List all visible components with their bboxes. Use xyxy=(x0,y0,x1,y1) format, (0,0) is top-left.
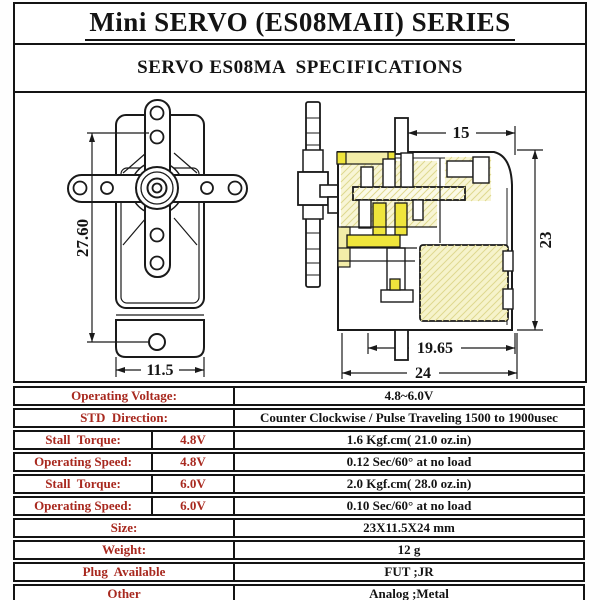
dim-label-24: 24 xyxy=(415,365,431,381)
dim-label-19-65: 19.65 xyxy=(417,340,453,357)
spec-value: 1.6 Kgf.cm( 21.0 oz.in) xyxy=(346,432,472,447)
spec-value: 0.10 Sec/60° at no load xyxy=(346,498,472,513)
spec-label: Operating Speed: xyxy=(15,454,153,470)
spec-row-8: Plug Available FUT ;JR xyxy=(13,562,585,582)
spec-value: 4.8~6.0V xyxy=(384,388,434,403)
page-subtitle: SERVO ES08MA SPECIFICATIONS xyxy=(137,57,463,78)
spec-row-1: STD Direction: Counter Clockwise / Pulse … xyxy=(13,408,585,428)
horn-edge-view xyxy=(297,101,329,288)
dim-label-11-5: 11.5 xyxy=(146,362,173,379)
technical-drawings: 27.60 11.5 xyxy=(15,93,585,381)
spec-row-0: Operating Voltage: 4.8~6.0V xyxy=(13,386,585,406)
spec-table: Operating Voltage: 4.8~6.0V STD Direction:… xyxy=(13,386,585,600)
spec-label: STD Direction: xyxy=(15,410,235,426)
spec-label: Operating Voltage: xyxy=(15,388,235,404)
spec-voltage: 4.8V xyxy=(153,454,235,470)
spec-label: Plug Available xyxy=(15,564,235,580)
spec-value: 2.0 Kgf.cm( 28.0 oz.in) xyxy=(346,476,472,491)
dim-label-23: 23 xyxy=(536,232,555,249)
spec-value: 12 g xyxy=(397,542,421,557)
title-bar: Mini SERVO (ES08MAII) SERIES xyxy=(15,4,585,45)
spec-row-4: Stall Torque:6.0V 2.0 Kgf.cm( 28.0 oz.in) xyxy=(13,474,585,494)
spec-label: Weight: xyxy=(15,542,235,558)
spec-voltage: 6.0V xyxy=(153,498,235,514)
spec-label: Stall Torque: xyxy=(15,476,153,492)
spec-row-3: Operating Speed:4.8V 0.12 Sec/60° at no l… xyxy=(13,452,585,472)
dim-label-15: 15 xyxy=(453,123,470,142)
spec-row-5: Operating Speed:6.0V 0.10 Sec/60° at no l… xyxy=(13,496,585,516)
dimension-height xyxy=(517,149,543,331)
horn-holes xyxy=(72,105,243,271)
hatch-lines xyxy=(352,186,466,201)
spec-row-9: Other Analog ;Metal xyxy=(13,584,585,600)
spec-label: Operating Speed: xyxy=(15,498,153,514)
hatch-lines xyxy=(419,244,509,322)
spec-voltage: 4.8V xyxy=(153,432,235,448)
spec-value: 23X11.5X24 mm xyxy=(363,520,455,535)
dimension-height xyxy=(87,132,149,343)
spec-value: Counter Clockwise / Pulse Traveling 1500… xyxy=(260,410,558,425)
spec-row-6: Size: 23X11.5X24 mm xyxy=(13,518,585,538)
spec-label: Other xyxy=(15,586,235,600)
spec-value: FUT ;JR xyxy=(384,564,434,579)
bracket-hole xyxy=(148,333,166,351)
bottom-tab xyxy=(394,329,409,361)
servo-front-view-drawing: 27.60 11.5 xyxy=(67,99,248,379)
header-frame: Mini SERVO (ES08MAII) SERIES SERVO ES08M… xyxy=(13,2,587,383)
spec-value: 0.12 Sec/60° at no load xyxy=(346,454,472,469)
spec-voltage: 6.0V xyxy=(153,476,235,492)
spec-value: Analog ;Metal xyxy=(369,586,449,600)
spec-label: Size: xyxy=(15,520,235,536)
dim-label-27-60: 27.60 xyxy=(73,219,92,257)
spec-row-2: Stall Torque:4.8V 1.6 Kgf.cm( 21.0 oz.in) xyxy=(13,430,585,450)
page-title: Mini SERVO (ES08MAII) SERIES xyxy=(85,7,515,41)
spec-row-7: Weight: 12 g xyxy=(13,540,585,560)
spec-label: Stall Torque: xyxy=(15,432,153,448)
top-tab xyxy=(394,117,409,155)
horn-hub xyxy=(135,166,179,210)
servo-side-section-drawing: 15 23 19.65 24 xyxy=(297,101,555,381)
subtitle-bar: SERVO ES08MA SPECIFICATIONS xyxy=(15,45,585,93)
